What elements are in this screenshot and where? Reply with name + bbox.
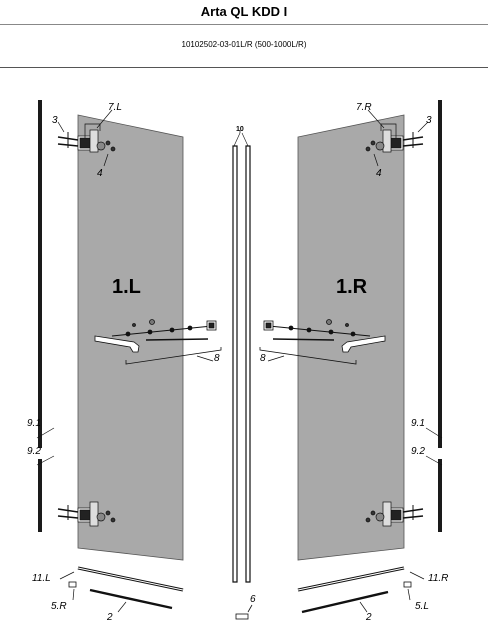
title-divider	[0, 24, 488, 25]
bottom-parts-left	[59, 566, 184, 613]
label-part-7R: 7.R	[356, 102, 372, 113]
label-part-4-right: 4	[376, 168, 382, 179]
glass-panel-left	[77, 114, 184, 561]
label-part-7L: 7.L	[108, 102, 122, 113]
hinge-top-right	[365, 123, 424, 153]
label-panel-1R: 1.R	[336, 276, 368, 298]
hinge-top-left	[57, 123, 116, 153]
label-part-2-right: 2	[365, 612, 372, 623]
profile-9-1-left	[38, 100, 42, 448]
label-part-6: 6	[250, 594, 256, 605]
label-part-4-left: 4	[97, 168, 103, 179]
leader-lines	[36, 109, 443, 466]
label-part-9-1-left: 9.1	[27, 418, 41, 429]
label-part-11L: 11.L	[32, 573, 51, 584]
label-part-5L: 5.L	[415, 601, 429, 612]
label-part-3-left: 3	[52, 115, 58, 126]
glass-panel-right	[297, 114, 405, 561]
product-code: 10102502-03-01L/R (500-1000L/R)	[181, 40, 307, 49]
handle-right	[259, 319, 386, 365]
label-part-5R: 5.R	[51, 601, 67, 612]
label-part-9-1-right: 9.1	[411, 418, 425, 429]
label-part-8-right: 8	[260, 353, 266, 364]
label-part-9-2-left: 9.2	[27, 446, 41, 457]
profile-9-1-right	[438, 100, 442, 448]
profile-9-2-right	[438, 459, 442, 532]
label-part-9-2-right: 9.2	[411, 446, 425, 457]
header-divider	[0, 67, 488, 68]
page-title: Arta QL KDD I	[200, 4, 288, 19]
label-panel-1L: 1.L	[112, 276, 141, 298]
bottom-parts-right	[297, 566, 425, 614]
seal-profiles	[232, 132, 251, 583]
profile-9-2-left	[38, 459, 42, 532]
label-part-2-left: 2	[106, 612, 113, 623]
handle-left	[94, 319, 222, 365]
hinge-bottom-right	[365, 501, 424, 527]
part-6	[235, 604, 253, 620]
label-part-8-left: 8	[214, 353, 220, 364]
label-part-10: 10	[236, 126, 244, 133]
hinge-bottom-left	[57, 501, 116, 527]
label-part-3-right: 3	[426, 115, 432, 126]
label-part-11R: 11.R	[428, 573, 448, 584]
